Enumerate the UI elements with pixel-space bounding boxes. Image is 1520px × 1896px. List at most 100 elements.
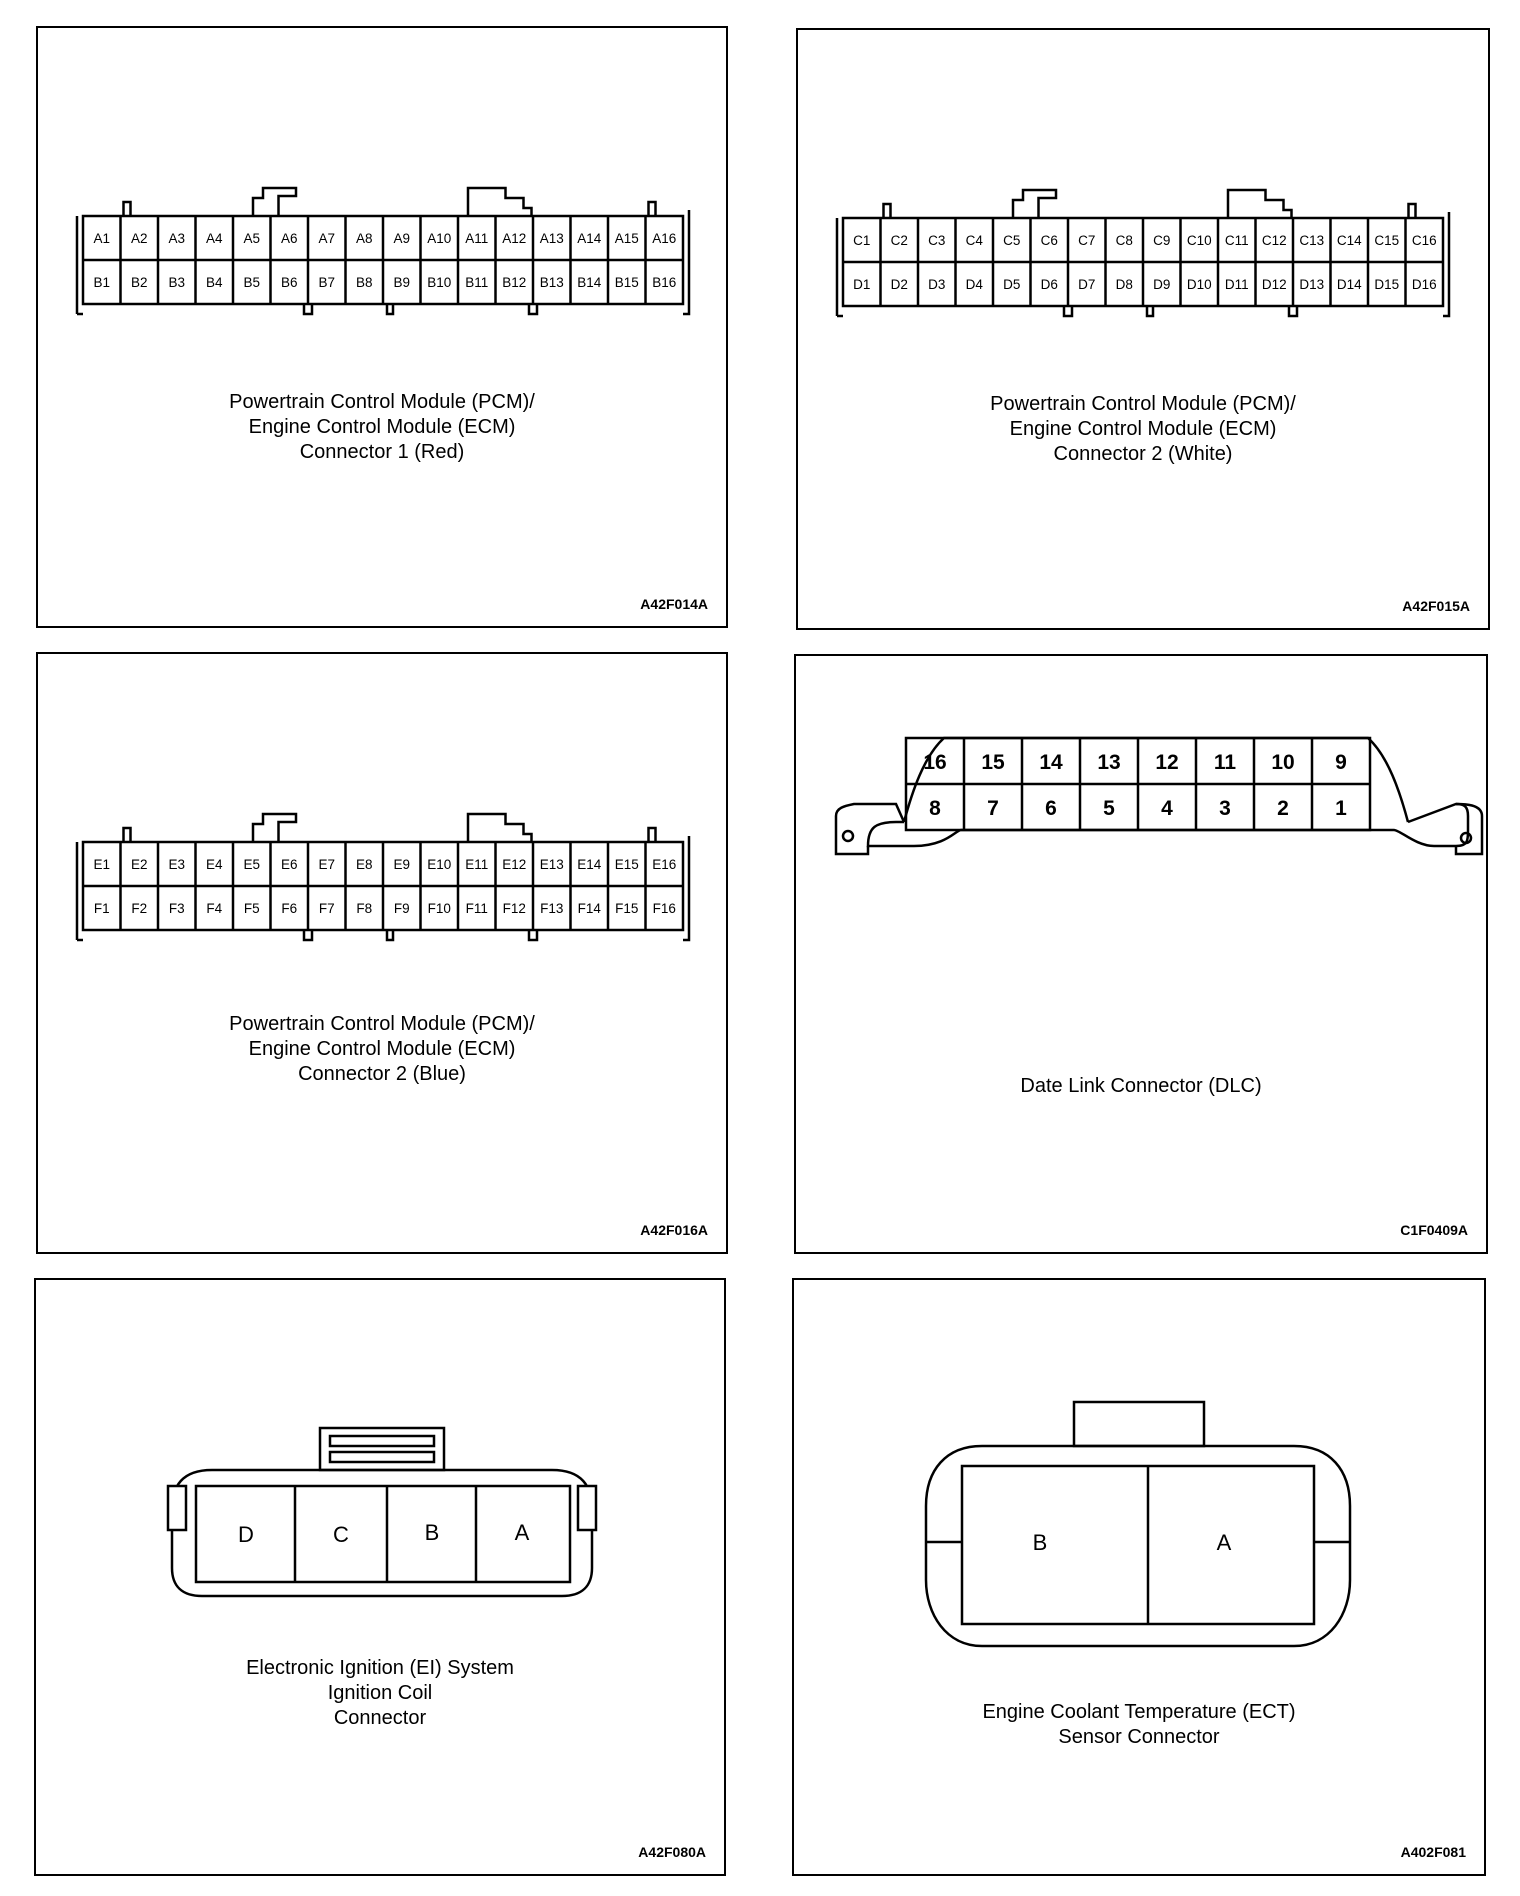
connector-caption: Engine Coolant Temperature (ECT) Sensor … (794, 1700, 1484, 1750)
caption-line-3: Connector 2 (White) (1053, 443, 1233, 465)
connector-caption: Date Link Connector (DLC) (796, 1074, 1486, 1099)
figure-code: A42F014A (640, 596, 708, 612)
pin-label-b4: B4 (206, 275, 223, 290)
coil-housing (166, 1426, 598, 1598)
pin-label-e14: E14 (577, 857, 602, 872)
connector-body (835, 188, 1451, 318)
pin-label-b5: B5 (243, 275, 260, 290)
pin-label-e9: E9 (393, 857, 410, 872)
dlc-pin-2: 2 (1277, 797, 1289, 820)
pin-label-f5: F5 (244, 901, 260, 916)
connector-caption: Powertrain Control Module (PCM)/ Engine … (798, 392, 1488, 467)
pin-label-f15: F15 (615, 901, 638, 916)
pin-label-f16: F16 (653, 901, 676, 916)
dlc-pin-9: 9 (1335, 751, 1347, 774)
dlc-pin-16: 16 (923, 751, 946, 774)
connector-caption: Electronic Ignition (EI) System Ignition… (36, 1656, 724, 1731)
pin-label-b11: B11 (465, 275, 488, 290)
pin-label-a12: A12 (502, 231, 526, 246)
caption-line-1: Date Link Connector (DLC) (1020, 1075, 1262, 1097)
figure-code: A42F016A (640, 1222, 708, 1238)
dlc-pin-13: 13 (1097, 751, 1120, 774)
pin-label-d9: D9 (1153, 277, 1170, 292)
caption-line-3: Connector 1 (Red) (299, 441, 465, 463)
pin-label-d5: D5 (1003, 277, 1020, 292)
pin-label-a11: A11 (465, 231, 488, 246)
pin-label-e11: E11 (465, 857, 488, 872)
pin-label-f13: F13 (540, 901, 563, 916)
pin-label-b1: B1 (93, 275, 110, 290)
pin-label-c7: C7 (1078, 233, 1095, 248)
pin-label-c6: C6 (1041, 233, 1058, 248)
dlc-pin-4: 4 (1161, 797, 1173, 820)
pin-label-d13: D13 (1299, 277, 1324, 292)
pin-label-e10: E10 (427, 857, 451, 872)
pin-label-e7: E7 (318, 857, 335, 872)
pin-label-a8: A8 (356, 231, 373, 246)
connector-caption: Powertrain Control Module (PCM)/ Engine … (38, 1012, 726, 1087)
caption-line-3: Connector (333, 1707, 427, 1729)
pin-label-f7: F7 (319, 901, 335, 916)
pin-label-d11: D11 (1225, 277, 1249, 292)
pin-label-d14: D14 (1337, 277, 1362, 292)
pin-label-a5: A5 (243, 231, 260, 246)
ect-housing (924, 1400, 1352, 1648)
pin-label-b12: B12 (502, 275, 526, 290)
dlc-pin-8: 8 (929, 797, 941, 820)
pin-label-f4: F4 (206, 901, 222, 916)
ect-sensor-diagram: B A (924, 1400, 1352, 1648)
caption-line-1: Powertrain Control Module (PCM)/ (229, 1013, 535, 1035)
ect-sensor-panel: B A Engine Coolant Temperature (ECT) Sen… (792, 1278, 1486, 1876)
pin-label-e15: E15 (615, 857, 639, 872)
pin-label-e13: E13 (540, 857, 564, 872)
pin-label-f14: F14 (578, 901, 602, 916)
caption-line-3: Connector 2 (Blue) (298, 1063, 466, 1085)
pin-label-b7: B7 (318, 275, 335, 290)
pin-label-c16: C16 (1412, 233, 1437, 248)
caption-line-2: Ignition Coil (327, 1682, 433, 1704)
pin-label-d7: D7 (1078, 277, 1095, 292)
pin-b-label: B (1033, 1530, 1048, 1555)
pin-label-e2: E2 (131, 857, 148, 872)
pin-label-c14: C14 (1337, 233, 1362, 248)
pin-label-a10: A10 (427, 231, 451, 246)
dlc-pin-10: 10 (1271, 751, 1294, 774)
pin-label-d1: D1 (853, 277, 870, 292)
pin-label-b16: B16 (652, 275, 676, 290)
pin-label-c3: C3 (928, 233, 945, 248)
pin-label-d16: D16 (1412, 277, 1437, 292)
caption-line-1: Powertrain Control Module (PCM)/ (229, 391, 535, 413)
pin-label-f3: F3 (169, 901, 185, 916)
caption-line-2: Engine Control Module (ECM) (248, 1038, 516, 1060)
pin-label-f12: F12 (503, 901, 526, 916)
connector-body (75, 812, 691, 942)
figure-code: C1F0409A (1400, 1222, 1468, 1238)
connector-caption: Powertrain Control Module (PCM)/ Engine … (38, 390, 726, 465)
pin-label-a7: A7 (318, 231, 335, 246)
pin-label-c12: C12 (1262, 233, 1287, 248)
pin-label-a14: A14 (577, 231, 602, 246)
pin-label-c9: C9 (1153, 233, 1170, 248)
pin-label-f8: F8 (356, 901, 372, 916)
pin-label-c15: C15 (1374, 233, 1399, 248)
pin-label-e5: E5 (243, 857, 260, 872)
connector-body (75, 186, 691, 316)
pin-label-c4: C4 (966, 233, 984, 248)
pin-a-label: A (515, 1520, 530, 1545)
pin-label-b8: B8 (356, 275, 373, 290)
pin-label-d6: D6 (1041, 277, 1058, 292)
pin-label-a6: A6 (281, 231, 298, 246)
pin-label-d12: D12 (1262, 277, 1287, 292)
pin-label-b10: B10 (427, 275, 451, 290)
pin-label-f10: F10 (428, 901, 451, 916)
ignition-coil-diagram: D C B A (166, 1426, 598, 1598)
pin-label-a16: A16 (652, 231, 676, 246)
dlc-pin-1: 1 (1335, 797, 1347, 820)
pin-label-f11: F11 (466, 901, 488, 916)
pin-label-c8: C8 (1116, 233, 1133, 248)
